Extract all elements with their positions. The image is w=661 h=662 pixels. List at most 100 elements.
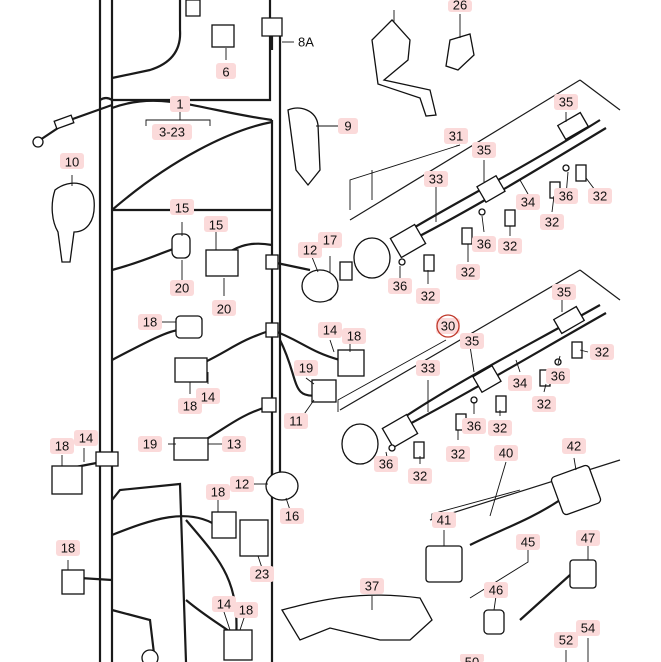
callout-18a: 18 bbox=[143, 315, 157, 330]
callout-19a: 19 bbox=[299, 361, 313, 376]
callout-36a: 36 bbox=[559, 189, 573, 204]
callout-30: 30 bbox=[441, 319, 455, 334]
callout-50: 50 bbox=[465, 655, 479, 662]
callout-labels: 6 8A 9 10 1 3-23 15 15 20 20 12 17 18 18… bbox=[50, 0, 614, 662]
callout-18g: 18 bbox=[239, 603, 253, 618]
callout-32i: 32 bbox=[451, 447, 465, 462]
bracket-large bbox=[371, 19, 437, 117]
bracket-37 bbox=[280, 594, 433, 641]
callout-54: 54 bbox=[581, 621, 595, 636]
callout-41: 41 bbox=[437, 513, 451, 528]
callout-18f: 18 bbox=[61, 541, 75, 556]
connector-23 bbox=[239, 519, 269, 557]
callout-18e: 18 bbox=[211, 485, 225, 500]
bracket-26 bbox=[445, 33, 475, 71]
callout-37: 37 bbox=[365, 579, 379, 594]
callout-3-23: 3-23 bbox=[159, 125, 185, 140]
callout-46: 46 bbox=[489, 583, 503, 598]
callout-11: 11 bbox=[289, 414, 303, 429]
callout-9: 9 bbox=[344, 119, 351, 134]
grommet-9 bbox=[287, 107, 321, 187]
callout-31: 31 bbox=[449, 129, 463, 144]
callout-1: 1 bbox=[176, 97, 183, 112]
callout-15a: 15 bbox=[175, 201, 189, 216]
callout-20b: 20 bbox=[217, 302, 231, 317]
callout-20a: 20 bbox=[175, 281, 189, 296]
connector-13 bbox=[173, 437, 209, 461]
sensor-12b bbox=[265, 471, 299, 501]
callout-32e: 32 bbox=[421, 289, 435, 304]
callout-36c: 36 bbox=[393, 279, 407, 294]
connector-33b bbox=[381, 413, 419, 449]
grommet-10 bbox=[51, 182, 95, 263]
callout-32h: 32 bbox=[493, 421, 507, 436]
callout-33b: 33 bbox=[421, 361, 435, 376]
callout-13: 13 bbox=[227, 437, 241, 452]
callout-15b: 15 bbox=[209, 218, 223, 233]
connector-18f bbox=[61, 569, 85, 595]
grommet-36 bbox=[353, 237, 391, 279]
callout-18d: 18 bbox=[55, 439, 69, 454]
callout-14b: 14 bbox=[323, 323, 337, 338]
grommet-8a bbox=[261, 17, 283, 37]
callout-18b: 18 bbox=[183, 399, 197, 414]
callout-34a: 34 bbox=[521, 195, 535, 210]
callout-32b: 32 bbox=[545, 215, 559, 230]
callout-12a: 12 bbox=[303, 243, 317, 258]
callout-14a: 14 bbox=[201, 390, 215, 405]
callout-47: 47 bbox=[581, 531, 595, 546]
callout-23: 23 bbox=[255, 567, 269, 582]
callout-32a: 32 bbox=[593, 189, 607, 204]
harness-connectors bbox=[51, 0, 365, 662]
connector-42 bbox=[550, 464, 602, 516]
callout-35a: 35 bbox=[559, 95, 573, 110]
connector-6 bbox=[211, 24, 235, 48]
sensor-46 bbox=[483, 609, 505, 635]
sensor-47 bbox=[569, 559, 597, 589]
connector-18d bbox=[51, 465, 83, 495]
callout-32f: 32 bbox=[595, 345, 609, 360]
lower-right-parts bbox=[280, 459, 621, 641]
connector-20a bbox=[171, 233, 191, 259]
callout-36e: 36 bbox=[467, 419, 481, 434]
callout-32g: 32 bbox=[537, 397, 551, 412]
callout-10: 10 bbox=[65, 155, 79, 170]
main-harness bbox=[32, 0, 341, 662]
connector-11 bbox=[311, 379, 337, 403]
connector-18e bbox=[211, 511, 237, 539]
callout-17: 17 bbox=[323, 233, 337, 248]
callout-19b: 19 bbox=[143, 437, 157, 452]
callout-35c: 35 bbox=[557, 285, 571, 300]
injector-harness-lower bbox=[339, 269, 621, 465]
callout-52: 52 bbox=[559, 633, 573, 648]
connector-18a bbox=[175, 315, 203, 339]
callout-36f: 36 bbox=[379, 457, 393, 472]
callout-26: 26 bbox=[453, 0, 467, 13]
callout-16: 16 bbox=[285, 509, 299, 524]
callout-32d: 32 bbox=[461, 265, 475, 280]
callout-45: 45 bbox=[521, 535, 535, 550]
callout-42: 42 bbox=[567, 439, 581, 454]
connector-18b bbox=[174, 357, 208, 383]
connector-14-18 bbox=[223, 629, 253, 661]
callout-32j: 32 bbox=[413, 469, 427, 484]
connector-33a bbox=[389, 223, 427, 259]
callout-36b: 36 bbox=[477, 237, 491, 252]
sensor-12a bbox=[301, 269, 339, 303]
callout-14c: 14 bbox=[79, 431, 93, 446]
callout-12b: 12 bbox=[235, 477, 249, 492]
callout-35b: 35 bbox=[477, 143, 491, 158]
lead-lines bbox=[61, 10, 599, 662]
callout-18c: 18 bbox=[347, 329, 361, 344]
callout-14d: 14 bbox=[217, 597, 231, 612]
brackets bbox=[371, 19, 475, 117]
callout-6: 6 bbox=[222, 65, 229, 80]
connector-20b bbox=[205, 249, 239, 277]
callout-40: 40 bbox=[499, 446, 513, 461]
callout-35d: 35 bbox=[465, 334, 479, 349]
callout-36d: 36 bbox=[551, 369, 565, 384]
callout-34b: 34 bbox=[513, 376, 527, 391]
callout-33a: 33 bbox=[429, 172, 443, 187]
callout-8a: 8A bbox=[298, 35, 314, 50]
